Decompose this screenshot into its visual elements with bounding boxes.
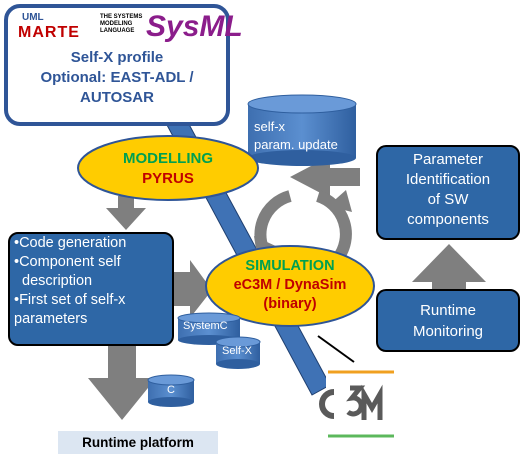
down-arrow-description <box>106 196 146 230</box>
monitor-line-2: Monitoring <box>412 323 484 340</box>
marte-logo: MARTE <box>18 24 80 41</box>
modelling-tool: PYRUS <box>142 170 194 187</box>
profile-line-3: AUTOSAR <box>80 89 154 106</box>
sysml-logo: SysML <box>146 10 243 43</box>
left-arrow-modelling <box>290 156 360 198</box>
simulation-ellipse <box>205 245 375 327</box>
profile-line-2: Optional: EAST-ADL / <box>40 69 194 86</box>
code-generation-list: •Code generation •Component self descrip… <box>14 234 174 329</box>
uml-logo-text: UML <box>22 12 44 23</box>
profile-line-1: Self-X profile <box>70 49 164 66</box>
cycle-arrow-right <box>315 190 352 262</box>
code-generation-box <box>8 232 174 346</box>
param-line-1: Parameter <box>412 151 484 168</box>
ec3m-logo-icon <box>319 368 394 442</box>
right-arrow-simulation <box>172 260 212 318</box>
selfx-param-line-2: param. update <box>254 137 338 152</box>
desc-item-1: •Code generation <box>14 235 127 251</box>
runtime-platform-label: Runtime platform <box>58 431 218 454</box>
up-arrow-param <box>412 244 486 290</box>
param-line-2: Identification <box>405 171 491 188</box>
monitor-line-1: Runtime <box>420 302 476 319</box>
desc-item-3: •First set of self-x <box>14 292 126 308</box>
simulation-line-1: eC3M / DynaSim <box>233 277 347 293</box>
logo-connector-line <box>317 335 355 363</box>
desc-item-2b: description <box>22 273 93 289</box>
selfx-param-line-1: self-x <box>254 119 286 134</box>
selfx-cylinder <box>215 336 261 369</box>
param-line-3: of SW <box>427 191 469 208</box>
selfx-profile-box <box>4 4 230 126</box>
param-line-4: components <box>407 211 489 228</box>
down-arrow-platform <box>88 340 156 420</box>
c-label: C <box>167 384 175 396</box>
runtime-monitoring-box: Runtime Monitoring <box>376 289 520 352</box>
selfx-param-label: self-x param. update <box>254 118 338 154</box>
selfx-label: Self-X <box>222 345 252 357</box>
desc-item-3b: parameters <box>14 311 88 327</box>
cycle-arrow-right-head <box>328 190 352 212</box>
selfx-param-cylinder <box>247 94 357 166</box>
simulation-title: SIMULATION <box>245 258 335 274</box>
systemc-label: SystemC <box>183 320 228 332</box>
modelling-title: MODELLING <box>123 150 213 167</box>
c-cylinder <box>147 374 195 407</box>
desc-item-2: •Component self <box>14 254 121 270</box>
profile-text: Self-X profile Optional: EAST-ADL / AUTO… <box>12 48 222 108</box>
modelling-ellipse <box>77 135 259 201</box>
sysml-caption: THE SYSTEMS MODELING LANGUAGE <box>100 14 143 34</box>
parameter-identification-box: Parameter Identification of SW component… <box>376 145 520 240</box>
simulation-line-2: (binary) <box>263 296 317 312</box>
